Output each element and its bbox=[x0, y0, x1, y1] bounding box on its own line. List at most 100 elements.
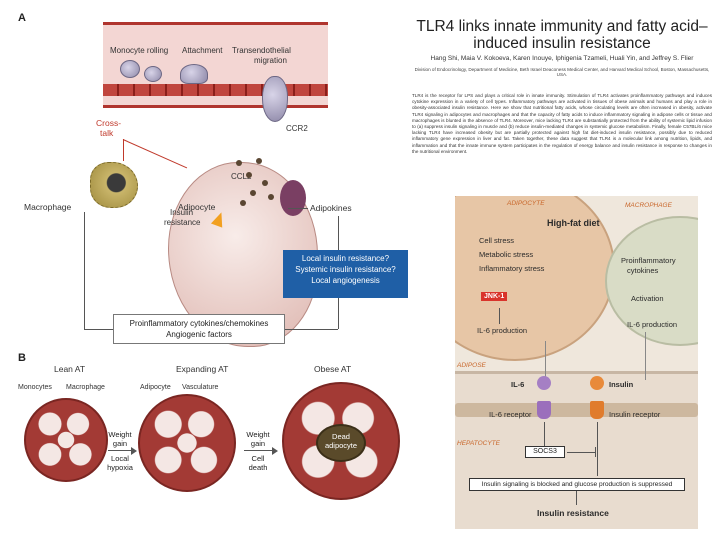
high-fat-diet: High-fat diet bbox=[547, 218, 600, 228]
il6-production-right: IL-6 production bbox=[627, 320, 678, 329]
cell-membrane bbox=[455, 403, 698, 417]
label-cross: Cross- bbox=[96, 118, 122, 128]
consequence-1: Local insulin resistance? bbox=[301, 254, 390, 263]
lean-tissue bbox=[24, 398, 108, 482]
macrophage-down-line bbox=[84, 212, 85, 329]
ccl2-dot bbox=[246, 172, 252, 178]
ccl2-dot bbox=[240, 200, 246, 206]
label-insulin: Insulin bbox=[170, 208, 194, 217]
expanding-tissue bbox=[138, 394, 236, 492]
cross-talk-arrow-2 bbox=[122, 139, 188, 169]
label-resistance: resistance bbox=[164, 218, 201, 227]
arrow1-below-2: hypoxia bbox=[107, 463, 133, 472]
cytokines: cytokines bbox=[627, 266, 659, 275]
arrow2-below-2: death bbox=[248, 463, 268, 472]
jnk-badge: JNK-1 bbox=[481, 292, 508, 301]
stage-obese: Obese AT bbox=[314, 364, 352, 374]
label-macrophage: Macrophage bbox=[24, 202, 72, 212]
macrophage-to-box-line bbox=[84, 329, 113, 330]
label-transendothelial: Transendothelial bbox=[232, 46, 291, 55]
socs3-inhibit-bar bbox=[595, 447, 596, 457]
panel-b-letter: B bbox=[18, 352, 26, 364]
article-authors: Hang Shi, Maia V. Kokoeva, Karen Inouye,… bbox=[430, 55, 694, 62]
arrow1-below: Local hypoxia bbox=[104, 454, 136, 472]
stage-lean: Lean AT bbox=[54, 364, 86, 374]
label-vasculature: Vasculature bbox=[182, 384, 219, 391]
box-right-line bbox=[285, 329, 338, 330]
label-monocytes: Monocytes bbox=[18, 384, 52, 391]
label-talk: talk bbox=[100, 128, 114, 138]
label-adipokines: Adipokines bbox=[310, 203, 352, 213]
activation: Activation bbox=[631, 294, 664, 303]
resistance-arrow bbox=[576, 491, 577, 505]
arrow2-head bbox=[272, 447, 278, 455]
tag-adipocyte: ADIPOCYTE bbox=[507, 200, 545, 207]
stress-cell: Cell stress bbox=[479, 236, 515, 245]
article-abstract: TLR4 is the receptor for LPS and plays a… bbox=[412, 93, 712, 154]
proinflammatory: Proinflammatory bbox=[621, 256, 676, 265]
stress-inflammatory: Inflammatory stress bbox=[479, 264, 545, 273]
label-ccl2: CCL2 bbox=[231, 172, 252, 181]
panel-b-figure: B Lean AT Expanding AT Obese AT Monocyte… bbox=[18, 352, 406, 532]
insulin-receptor-shape bbox=[590, 401, 604, 419]
tag-hepatocyte: HEPATOCYTE bbox=[457, 440, 500, 447]
adipokines-arrow bbox=[288, 208, 308, 209]
article-affiliation: Division of Endocrinology, Department of… bbox=[414, 67, 710, 77]
article-header: TLR4 links innate immunity and fatty aci… bbox=[412, 18, 712, 155]
tag-adipose: ADIPOSE bbox=[457, 362, 486, 369]
hepatocyte-region bbox=[455, 371, 698, 529]
monocyte-attached bbox=[180, 64, 208, 84]
arrow2-text-2: gain bbox=[250, 439, 266, 448]
socs3-arrow bbox=[544, 422, 545, 446]
consequence-2: Systemic insulin resistance? bbox=[295, 265, 396, 274]
arrow2-below: Cell death bbox=[240, 454, 276, 472]
dead-label-1: Dead bbox=[332, 432, 350, 441]
insulin-receptor-label: Insulin receptor bbox=[609, 410, 661, 419]
label-adipocyte-b: Adipocyte bbox=[140, 384, 171, 391]
jnk-arrow bbox=[499, 308, 500, 324]
arrow2-below-1: Cell bbox=[251, 454, 265, 463]
il6-receptor-shape bbox=[537, 401, 551, 419]
blocked-box: Insulin signaling is blocked and glucose… bbox=[469, 478, 685, 491]
socs3-box: SOCS3 bbox=[525, 446, 565, 458]
adipokines-down-arrow bbox=[338, 216, 339, 250]
consequences-box: Local insulin resistance? Systemic insul… bbox=[283, 250, 408, 298]
il6-label: IL-6 bbox=[511, 380, 525, 389]
label-macrophage-b: Macrophage bbox=[66, 384, 105, 391]
label-adipocyte: Adipocyte bbox=[178, 202, 216, 212]
arrow1-head bbox=[131, 447, 137, 455]
adipocyte-nucleus bbox=[280, 180, 306, 216]
ccl2-dot bbox=[262, 180, 268, 186]
arrow1-below-1: Local bbox=[111, 454, 129, 463]
arrow1-text-1: Weight bbox=[108, 430, 132, 439]
arrow2-label: Weight gain bbox=[240, 430, 276, 448]
socs3-inhibit-line bbox=[567, 452, 595, 453]
stress-metabolic: Metabolic stress bbox=[479, 250, 534, 259]
arrow2 bbox=[244, 450, 274, 451]
endothelium bbox=[103, 84, 328, 96]
arrow1 bbox=[108, 450, 134, 451]
label-monocyte-rolling: Monocyte rolling bbox=[110, 46, 169, 55]
ccl2-dot bbox=[236, 160, 242, 166]
label-ccr2: CCR2 bbox=[286, 124, 308, 133]
monocyte-rolling bbox=[120, 60, 140, 78]
ccl2-dot bbox=[250, 190, 256, 196]
il6-production-left: IL-6 production bbox=[477, 326, 528, 335]
dead-adipocyte bbox=[316, 424, 366, 462]
insulin-ligand bbox=[590, 376, 604, 390]
cross-talk-arrow bbox=[123, 139, 124, 161]
il6-ligand bbox=[537, 376, 551, 390]
arrow2-text-1: Weight bbox=[246, 430, 270, 439]
factors-line-2: Angiogenic factors bbox=[166, 330, 232, 339]
factors-line-1: Proinflammatory cytokines/chemokines bbox=[129, 319, 269, 328]
article-title-line-2: induced insulin resistance bbox=[473, 35, 651, 52]
stage-expanding: Expanding AT bbox=[176, 364, 229, 374]
arrow1-label: Weight gain bbox=[104, 430, 136, 448]
insulin-resistance-label: Insulin resistance bbox=[537, 508, 609, 518]
dead-label-2: adipocyte bbox=[324, 441, 358, 450]
signaling-figure: ADIPOCYTE MACROPHAGE ADIPOSE HEPATOCYTE … bbox=[455, 196, 698, 529]
consequence-3: Local angiogenesis bbox=[311, 276, 380, 285]
left-down-arrow bbox=[545, 341, 546, 381]
macrophage-cell bbox=[90, 162, 138, 208]
dead-adipocyte-label: Dead adipocyte bbox=[316, 432, 366, 450]
